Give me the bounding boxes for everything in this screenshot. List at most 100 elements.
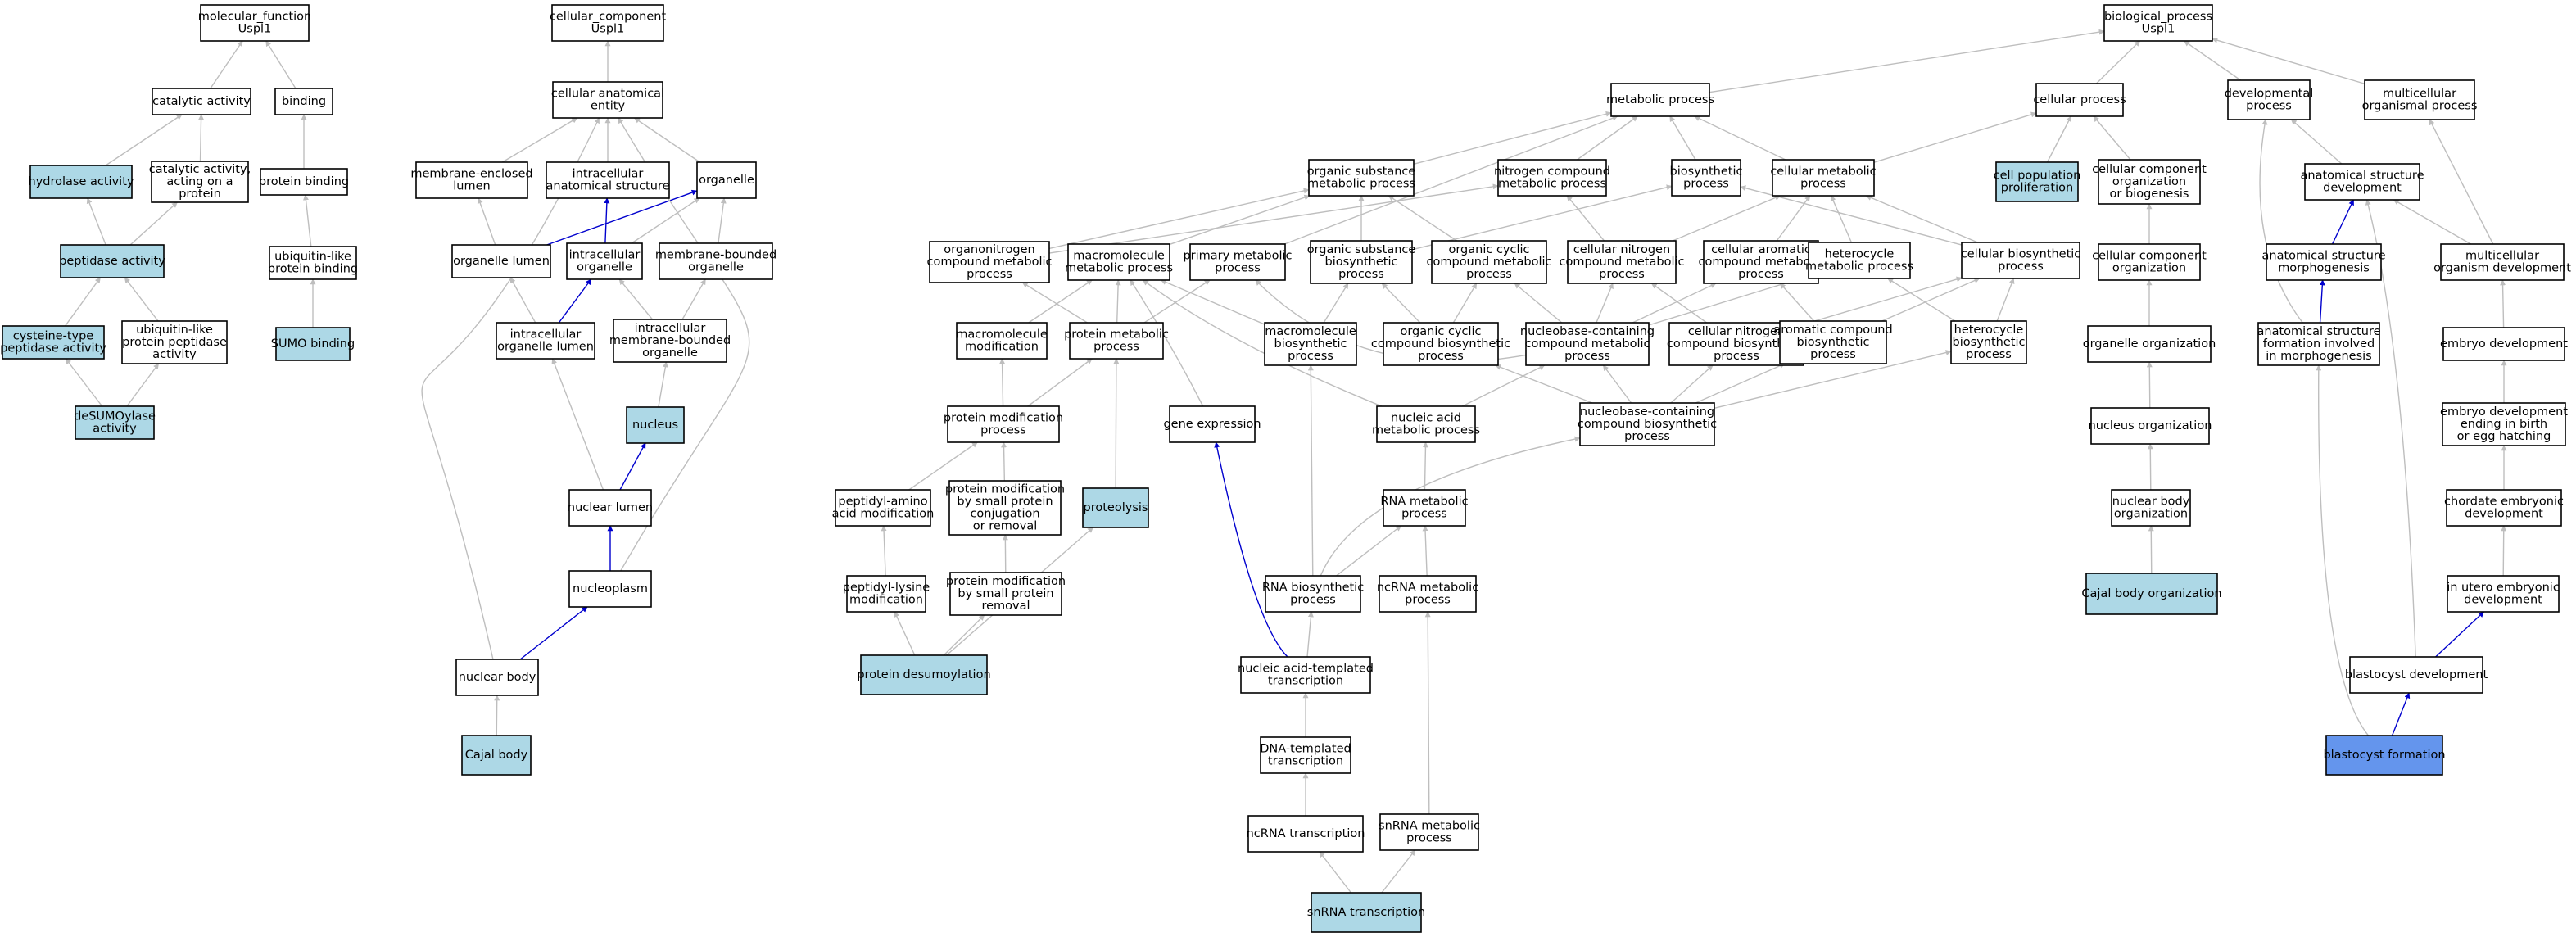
term-node-hydrolase[interactable]: hydrolase activity	[29, 165, 134, 199]
term-node-sumo-binding[interactable]: SUMO binding	[271, 327, 355, 361]
term-label: cellular component	[2092, 163, 2207, 176]
term-node-nucleus[interactable]: nucleus	[626, 406, 685, 444]
term-node-cajal-org[interactable]: Cajal body organization	[2081, 573, 2222, 615]
term-label: ncRNA metabolic	[1377, 582, 1478, 595]
term-label: compound biosynthetic	[1667, 337, 1806, 351]
term-node-organelle[interactable]: organelle	[696, 161, 757, 199]
term-node-peptidase[interactable]: peptidase activity	[59, 244, 165, 278]
term-label: nuclear body	[2112, 496, 2190, 509]
term-node-nucleus-org[interactable]: nucleus organization	[2089, 407, 2212, 445]
term-node-catalytic[interactable]: catalytic activity	[152, 88, 251, 115]
term-node-binding[interactable]: binding	[274, 88, 333, 115]
term-node-proteolysis[interactable]: proteolysis	[1082, 487, 1149, 528]
term-node-organelle-org[interactable]: organelle organization	[2083, 325, 2216, 363]
term-label: process	[1406, 832, 1452, 845]
term-box	[2111, 489, 2191, 527]
term-label: chordate embryonic	[2444, 496, 2564, 509]
term-node-nuclear-body[interactable]: nuclear body	[455, 659, 539, 696]
term-node-nucleoplasm[interactable]: nucleoplasm	[568, 570, 652, 608]
term-node-organelle-lumen[interactable]: organelle lumen	[451, 244, 551, 278]
term-node-gene-expr[interactable]: gene expression	[1163, 405, 1261, 443]
term-node-metabolic[interactable]: metabolic process	[1606, 83, 1714, 117]
term-node-nuclear-lumen[interactable]: nuclear lumen	[568, 489, 653, 527]
term-box	[1772, 159, 1875, 197]
term-node-blastocyst-form[interactable]: blastocyst formation	[2323, 735, 2446, 776]
edge-blastocyst-form-to-blastocyst-dev	[2391, 692, 2411, 736]
term-node-cajal-body[interactable]: Cajal body	[461, 735, 532, 776]
term-label: compound biosynthetic	[1578, 418, 1717, 431]
term-node-snrna-transcription[interactable]: snRNA transcription	[1307, 892, 1425, 933]
term-box	[2304, 163, 2420, 201]
edge-protein-met-to-primary-met	[1143, 279, 1211, 324]
term-node-blastocyst-dev[interactable]: blastocyst development	[2345, 656, 2488, 694]
term-node-protein-binding[interactable]: protein binding	[259, 168, 349, 196]
term-node-desumoylation[interactable]: protein desumoylation	[857, 654, 991, 695]
term-node-embryo-dev[interactable]: embryo development	[2440, 327, 2568, 361]
term-node-cellular-proc[interactable]: cellular process	[2033, 83, 2126, 117]
term-label: protein modification	[946, 575, 1066, 588]
term-node-ncrna-transcription[interactable]: ncRNA transcription	[1247, 815, 1365, 853]
